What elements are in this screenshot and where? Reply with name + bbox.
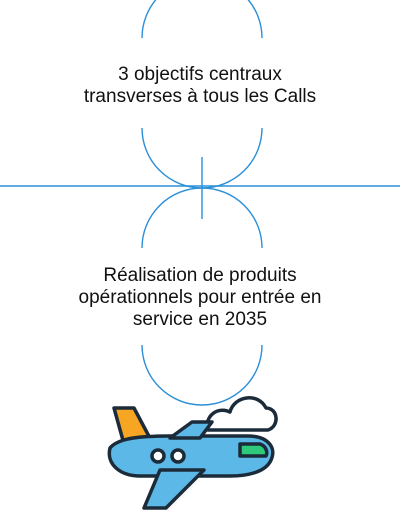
cockpit-window xyxy=(238,442,269,458)
objective-label-2: Réalisation de produits opérationnels po… xyxy=(0,265,400,331)
lower-wing xyxy=(142,468,206,510)
circle-1-top-arc xyxy=(141,0,263,39)
objective-label-1: 3 objectifs centraux transverses à tous … xyxy=(0,64,400,108)
objective-label-2-line-2: opérationnels pour entrée en xyxy=(78,287,322,308)
circle-2-top-arc xyxy=(141,187,263,249)
airplane-icon xyxy=(107,396,278,510)
fuselage xyxy=(107,434,275,478)
objective-label-1-line-2: transverses à tous les Calls xyxy=(83,86,317,107)
objective-label-1-line-1: 3 objectifs centraux xyxy=(118,64,282,85)
objective-label-2-line-1: Réalisation de produits xyxy=(103,265,297,286)
cloud-icon xyxy=(205,396,278,432)
circle-2-bottom-arc xyxy=(141,344,263,406)
objective-label-2-line-3: service en 2035 xyxy=(132,309,268,330)
upper-wing xyxy=(168,420,214,440)
window-2 xyxy=(170,448,186,464)
window-1 xyxy=(150,448,166,464)
